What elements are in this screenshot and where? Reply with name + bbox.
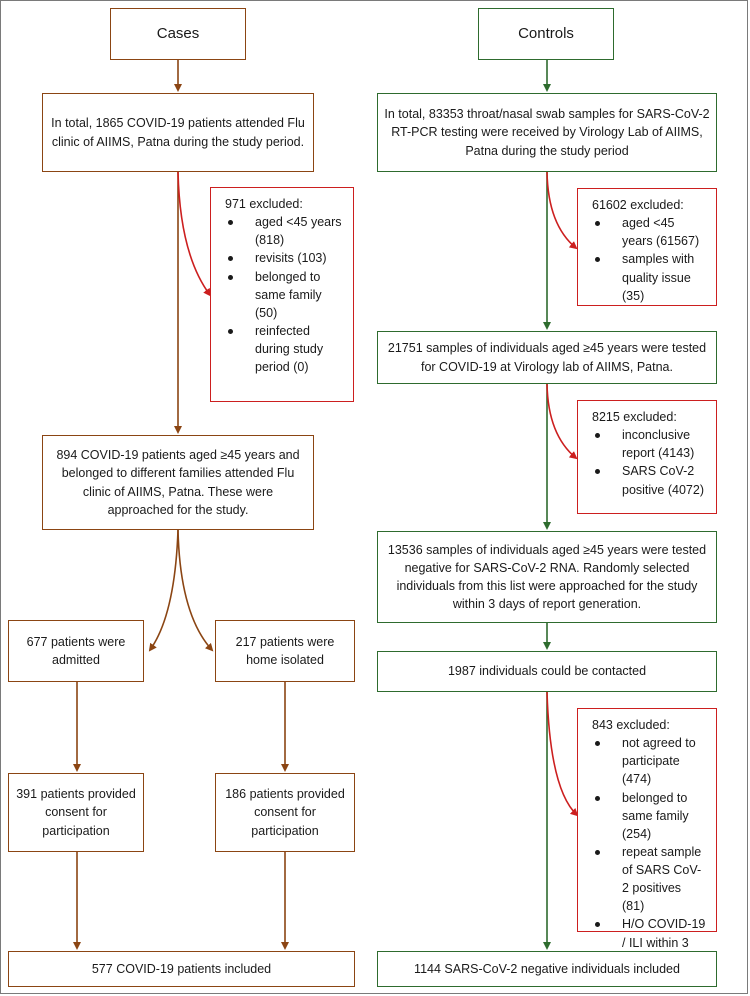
- controls-excluded1-title: 61602 excluded:: [592, 198, 684, 212]
- list-item: revisits (103): [225, 249, 343, 267]
- controls-excluded2-box: 8215 excluded: inconclusive report (4143…: [577, 400, 717, 514]
- arrow-cases-to-admitted: [148, 529, 179, 652]
- cases-admitted-consent-text: 391 patients provided consent for partic…: [16, 787, 136, 838]
- cases-excluded-list: aged <45 years (818) revisits (103) belo…: [225, 213, 343, 376]
- cases-excluded-title: 971 excluded:: [225, 197, 303, 211]
- cases-admitted-text: 677 patients were admitted: [26, 634, 126, 667]
- cases-home-consent-text: 186 patients provided consent for partic…: [225, 787, 345, 838]
- controls-excluded3-list: not agreed to participate (474) belonged…: [592, 734, 706, 970]
- controls-negative-box: 13536 samples of individuals aged ≥45 ye…: [377, 531, 717, 623]
- controls-contacted-text: 1987 individuals could be contacted: [447, 664, 647, 679]
- controls-excluded1-box: 61602 excluded: aged <45 years (61567) s…: [577, 188, 717, 306]
- controls-included-text: 1144 SARS-CoV-2 negative individuals inc…: [414, 961, 680, 976]
- cases-admitted-box: 677 patients were admitted: [8, 620, 144, 682]
- list-item: reinfected during study period (0): [225, 322, 343, 376]
- cases-eligible-text: 894 COVID-19 patients aged ≥45 years and…: [56, 448, 300, 517]
- controls-excluded1-list: aged <45 years (61567) samples with qual…: [592, 214, 706, 305]
- cases-eligible-box: 894 COVID-19 patients aged ≥45 years and…: [42, 435, 314, 530]
- controls-excluded3-box: 843 excluded: not agreed to participate …: [577, 708, 717, 968]
- controls-excluded2-title: 8215 excluded:: [592, 410, 677, 424]
- cases-included-box: 577 COVID-19 patients included: [8, 951, 355, 987]
- cases-total-box: In total, 1865 COVID-19 patients attende…: [42, 93, 314, 172]
- cases-included-text: 577 COVID-19 patients included: [91, 961, 272, 976]
- list-item: aged <45 years (818): [225, 213, 343, 249]
- cases-total-text: In total, 1865 COVID-19 patients attende…: [51, 116, 305, 149]
- arrow-cases-excluded: [177, 171, 212, 297]
- cases-home-isolated-box: 217 patients were home isolated: [215, 620, 355, 682]
- controls-tested-box: 21751 samples of individuals aged ≥45 ye…: [377, 331, 717, 384]
- cases-home-consent-box: 186 patients provided consent for partic…: [215, 773, 355, 852]
- cases-header: Cases: [110, 8, 246, 60]
- controls-header-label: Controls: [518, 25, 574, 43]
- controls-negative-text: 13536 samples of individuals aged ≥45 ye…: [387, 542, 707, 612]
- controls-total-text: In total, 83353 throat/nasal swab sample…: [384, 107, 710, 158]
- list-item: belonged to same family (254): [592, 789, 706, 843]
- list-item: not agreed to participate (474): [592, 734, 706, 788]
- cases-admitted-consent-box: 391 patients provided consent for partic…: [8, 773, 144, 852]
- arrow-controls-excluded1: [546, 171, 578, 250]
- controls-included-box: 1144 SARS-CoV-2 negative individuals inc…: [377, 951, 717, 987]
- controls-contacted-box: 1987 individuals could be contacted: [377, 651, 717, 692]
- controls-excluded2-list: inconclusive report (4143) SARS CoV-2 po…: [592, 426, 706, 499]
- cases-home-isolated-text: 217 patients were home isolated: [235, 634, 335, 667]
- list-item: SARS CoV-2 positive (4072): [592, 462, 706, 498]
- arrow-cases-to-home: [177, 529, 214, 652]
- arrow-controls-excluded2: [546, 383, 578, 460]
- list-item: repeat sample of SARS CoV-2 positives (8…: [592, 843, 706, 916]
- arrow-controls-excluded3: [546, 691, 579, 817]
- controls-total-box: In total, 83353 throat/nasal swab sample…: [377, 93, 717, 172]
- list-item: belonged to same family (50): [225, 268, 343, 322]
- controls-excluded3-title: 843 excluded:: [592, 718, 670, 732]
- controls-tested-text: 21751 samples of individuals aged ≥45 ye…: [387, 341, 707, 374]
- list-item: samples with quality issue (35): [592, 250, 706, 304]
- list-item: inconclusive report (4143): [592, 426, 706, 462]
- list-item: aged <45 years (61567): [592, 214, 706, 250]
- controls-header: Controls: [478, 8, 614, 60]
- cases-excluded-box: 971 excluded: aged <45 years (818) revis…: [210, 187, 354, 402]
- cases-header-label: Cases: [156, 25, 200, 43]
